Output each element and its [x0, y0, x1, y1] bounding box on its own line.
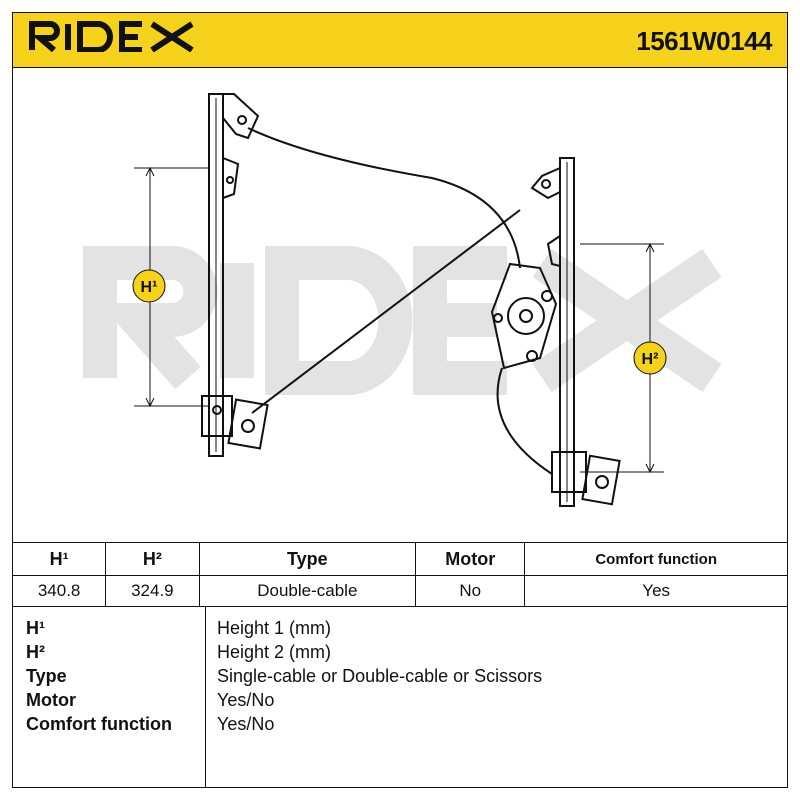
legend-key: H¹: [26, 618, 45, 638]
spec-table: H¹ H² Type Motor Comfort function 340.8 …: [11, 542, 788, 607]
value-comfort-function: Yes: [524, 575, 788, 607]
legend-key: H²: [26, 642, 45, 662]
value-type: Double-cable: [198, 575, 417, 607]
col-h2: H²: [105, 542, 200, 576]
legend-desc: Single-cable or Double-cable or Scissors: [217, 666, 543, 686]
legend-key: Motor: [26, 690, 76, 710]
h2-marker: [633, 341, 667, 375]
ridex-logo: [28, 20, 198, 57]
col-type: Type: [198, 542, 417, 576]
window-regulator-diagram: H¹ H²: [83, 93, 722, 507]
value-h1: 340.8: [11, 575, 107, 607]
ridex-watermark: [83, 246, 722, 395]
h1-marker-label: H¹: [141, 279, 158, 296]
spec-value-row: 340.8 324.9 Double-cable No Yes: [11, 575, 788, 607]
col-motor: Motor: [415, 542, 526, 576]
legend-divider: [205, 606, 206, 788]
legend-key: Type: [26, 666, 67, 686]
legend-desc: Yes/No: [217, 690, 275, 710]
legend-key: Comfort function: [26, 714, 172, 734]
legend-desc: Yes/No: [217, 714, 275, 734]
h1-marker: [132, 269, 166, 303]
value-h2: 324.9: [105, 575, 200, 607]
legend-desc: Height 2 (mm): [217, 642, 332, 662]
legend: H¹ Height 1 (mm) H² Height 2 (mm) Type S…: [12, 606, 788, 788]
technical-drawing: H¹ H²: [12, 68, 788, 542]
spec-header-row: H¹ H² Type Motor Comfort function: [11, 542, 788, 576]
value-motor: No: [415, 575, 526, 607]
part-number: 1561W0144: [636, 26, 772, 56]
col-h1: H¹: [11, 542, 107, 576]
ridex-logo-mark: [29, 21, 194, 53]
header-bar: [12, 12, 788, 68]
legend-desc: Height 1 (mm): [217, 618, 332, 638]
col-comfort-function: Comfort function: [524, 542, 788, 576]
h2-marker-label: H²: [642, 351, 659, 368]
